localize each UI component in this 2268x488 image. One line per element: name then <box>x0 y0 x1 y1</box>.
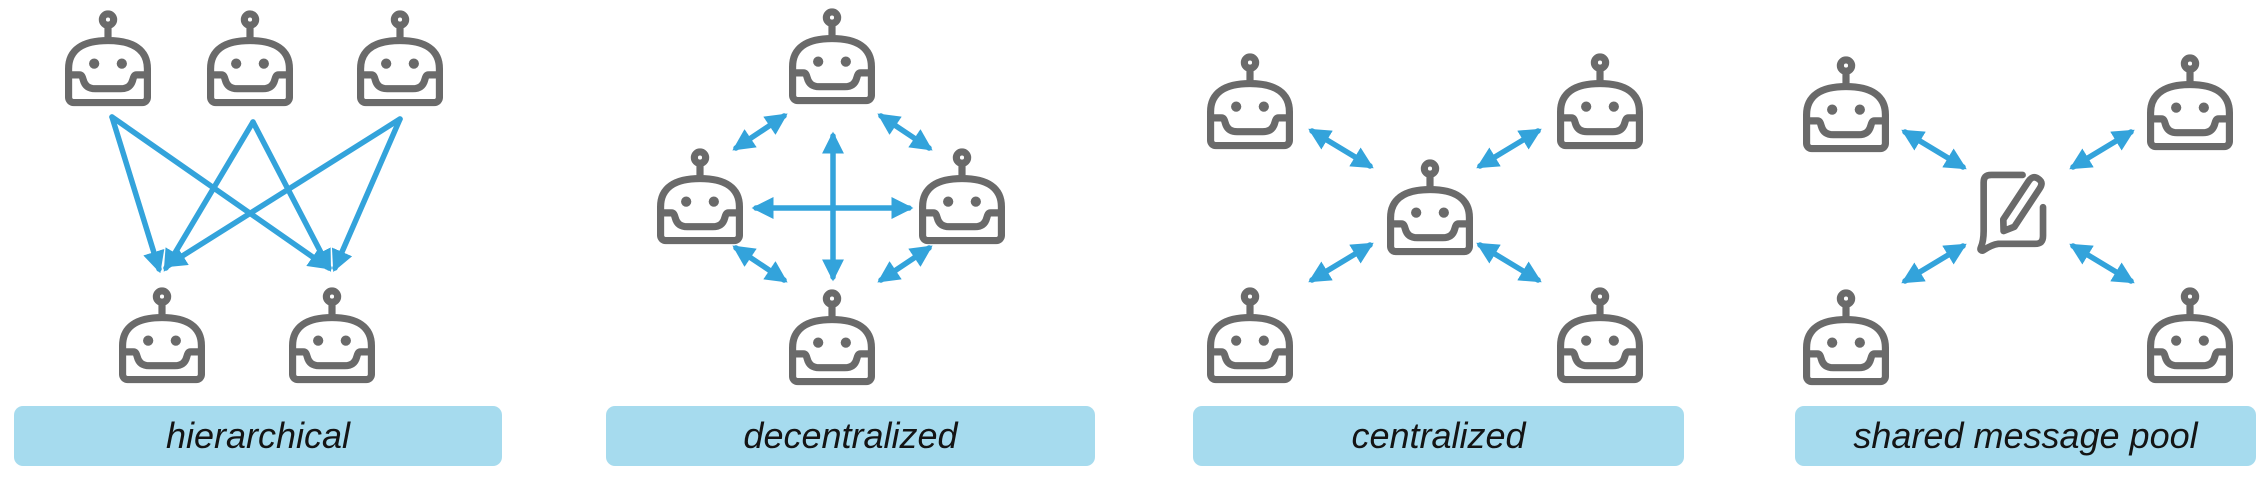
arrow <box>109 114 165 274</box>
double-arrow <box>877 245 933 283</box>
double-arrow <box>1476 242 1542 283</box>
robot-icon <box>793 293 872 382</box>
double-arrow <box>1476 128 1542 169</box>
double-arrow <box>732 113 788 151</box>
robot-icon <box>211 14 290 103</box>
double-arrow <box>1901 129 1967 170</box>
double-arrow <box>1901 243 1967 284</box>
label-centralized: centralized <box>1193 406 1684 466</box>
panel-label: shared message pool <box>1853 415 2198 456</box>
robot-icon <box>1211 57 1290 146</box>
robot-icon <box>2151 291 2230 380</box>
robot-icon <box>1807 60 1886 149</box>
double-arrow <box>877 113 933 151</box>
robot-icon <box>123 291 202 380</box>
robot-icon <box>793 12 872 101</box>
arrow <box>250 119 332 272</box>
robot-icon <box>361 14 440 103</box>
panel-label: centralized <box>1351 415 1526 456</box>
panel-label: hierarchical <box>165 415 351 456</box>
label-shared-message-pool: shared message pool <box>1795 406 2256 466</box>
robot-icon <box>661 152 740 241</box>
robot-icon <box>1211 291 1290 380</box>
robot-icon <box>69 14 148 103</box>
panel-shared-message-pool <box>1807 58 2230 382</box>
robot-icon <box>2151 58 2230 147</box>
message-pool-icon <box>1981 175 2044 251</box>
robot-icon <box>293 291 372 380</box>
arrow <box>331 116 403 273</box>
robot-icon <box>1391 163 1470 252</box>
panel-hierarchical <box>69 14 440 380</box>
robot-icon <box>1807 293 1886 382</box>
panel-label: decentralized <box>743 415 958 456</box>
panel-decentralized <box>661 12 1002 382</box>
label-hierarchical: hierarchical <box>14 406 502 466</box>
double-arrow <box>1308 242 1374 283</box>
robot-icon <box>1561 291 1640 380</box>
arrow <box>163 119 256 272</box>
double-arrow <box>2069 129 2135 170</box>
double-arrow <box>732 245 788 283</box>
robot-icon <box>923 152 1002 241</box>
double-arrow <box>1308 128 1374 169</box>
double-arrow <box>2069 243 2135 284</box>
robot-icon <box>1561 57 1640 146</box>
arrow <box>109 114 331 270</box>
label-decentralized: decentralized <box>606 406 1095 466</box>
arrow <box>164 116 403 268</box>
panel-centralized <box>1211 57 1640 380</box>
